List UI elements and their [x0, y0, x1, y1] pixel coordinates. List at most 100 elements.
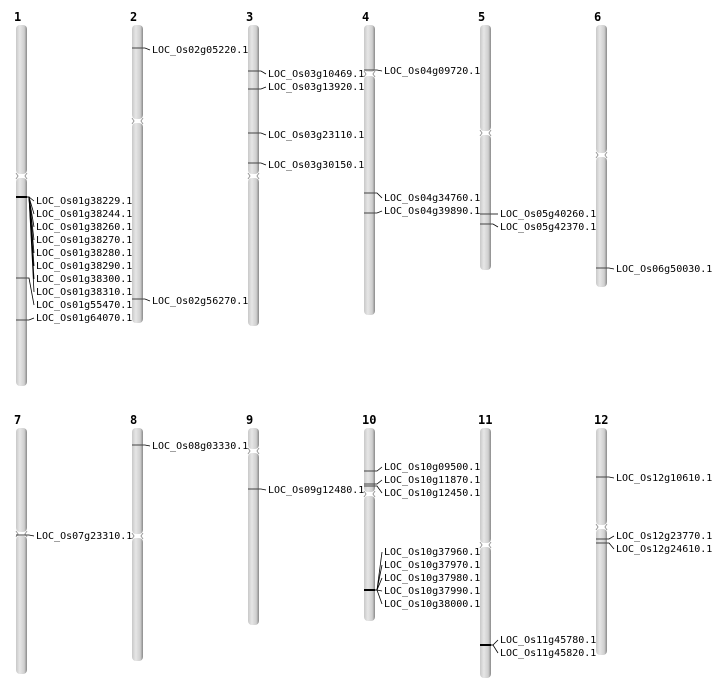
chromosome-number: 10	[362, 413, 376, 427]
chromosome-arm-short	[248, 25, 259, 174]
chromosome-12: 12LOC_Os12g10610.1LOC_Os12g23770.1LOC_Os…	[594, 413, 712, 655]
centromere	[595, 523, 608, 531]
chromosome-arm-long	[480, 547, 491, 678]
gene-label: LOC_Os01g38270.1	[36, 235, 132, 246]
centromere	[363, 490, 376, 498]
gene-connector	[375, 192, 383, 199]
chromosome-arm-short	[480, 25, 491, 131]
gene-label: LOC_Os01g38260.1	[36, 222, 132, 233]
gene-connector	[607, 267, 615, 270]
gene-connector	[375, 210, 383, 214]
chromosome-arm-long	[248, 178, 259, 326]
centromere	[131, 532, 144, 540]
gene-connector	[27, 196, 35, 202]
gene-connector	[27, 277, 35, 306]
gene-label: LOC_Os12g24610.1	[616, 544, 712, 555]
chromosome-number: 1	[14, 10, 21, 24]
centromere	[15, 530, 28, 538]
gene-label: LOC_Os03g13920.1	[268, 82, 364, 93]
gene-label: LOC_Os10g09500.1	[384, 462, 480, 473]
chromosome-3: 3LOC_Os03g10469.1LOC_Os03g13920.1LOC_Os0…	[246, 10, 364, 326]
gene-label: LOC_Os10g12450.1	[384, 488, 480, 499]
chromosome-number: 8	[130, 413, 137, 427]
chromosome-1: 1LOC_Os01g38229.1LOC_Os01g38244.1LOC_Os0…	[14, 10, 132, 386]
chromosome-arm-long	[596, 157, 607, 287]
chromosome-4: 4LOC_Os04g09720.1LOC_Os04g34760.1LOC_Os0…	[362, 10, 480, 315]
gene-connector	[27, 317, 35, 321]
gene-label: LOC_Os12g23770.1	[616, 531, 712, 542]
gene-label: LOC_Os04g34760.1	[384, 193, 480, 204]
chromosome-number: 6	[594, 10, 601, 24]
gene-connector	[375, 485, 383, 494]
gene-connector	[375, 589, 383, 605]
gene-label: LOC_Os03g23110.1	[268, 130, 364, 141]
gene-label: LOC_Os01g55470.1	[36, 300, 132, 311]
gene-label: LOC_Os11g45780.1	[500, 635, 596, 646]
gene-connector	[607, 542, 615, 550]
chromosome-arm-short	[596, 25, 607, 153]
chromosome-arm-long	[364, 76, 375, 315]
chromosome-arm-short	[16, 428, 27, 532]
chromosome-arm-short	[364, 25, 375, 72]
gene-connector	[259, 86, 267, 90]
gene-label: LOC_Os01g38300.1	[36, 274, 132, 285]
gene-label: LOC_Os01g38290.1	[36, 261, 132, 272]
gene-connector	[143, 444, 151, 447]
chromosome-number: 9	[246, 413, 253, 427]
gene-connector	[491, 639, 499, 646]
chromosome-arm-long	[364, 496, 375, 621]
chromosome-arm-long	[132, 123, 143, 323]
centromere	[479, 129, 492, 137]
chromosome-arm-short	[132, 428, 143, 534]
centromere	[131, 117, 144, 125]
chromosome-number: 3	[246, 10, 253, 24]
gene-label: LOC_Os01g64070.1	[36, 313, 132, 324]
chromosome-arm-short	[364, 428, 375, 492]
gene-connector	[375, 479, 383, 485]
gene-label: LOC_Os05g42370.1	[500, 222, 596, 233]
gene-label: LOC_Os04g39890.1	[384, 206, 480, 217]
gene-label: LOC_Os12g10610.1	[616, 473, 712, 484]
centromere	[15, 172, 28, 180]
chromosome-number: 11	[478, 413, 492, 427]
gene-label: LOC_Os09g12480.1	[268, 485, 364, 496]
chromosome-arm-short	[480, 428, 491, 543]
gene-label: LOC_Os02g05220.1	[152, 45, 248, 56]
centromere	[247, 447, 260, 455]
gene-connector	[375, 466, 383, 472]
chromosome-arm-short	[16, 25, 27, 174]
centromere	[595, 151, 608, 159]
chromosome-number: 2	[130, 10, 137, 24]
gene-label: LOC_Os05g40260.1	[500, 209, 596, 220]
chromosome-arm-short	[248, 428, 259, 449]
chromosome-arm-long	[132, 538, 143, 661]
gene-connector	[607, 535, 615, 540]
gene-label: LOC_Os10g37980.1	[384, 573, 480, 584]
gene-connector	[375, 69, 383, 72]
gene-connector	[259, 488, 267, 491]
gene-label: LOC_Os10g37960.1	[384, 547, 480, 558]
chromosome-arm-long	[16, 178, 27, 386]
centromere	[247, 172, 260, 180]
chromosome-arm-long	[480, 135, 491, 270]
gene-connector	[491, 223, 499, 228]
gene-label: LOC_Os08g03330.1	[152, 441, 248, 452]
chromosome-10: 10LOC_Os10g09500.1LOC_Os10g11870.1LOC_Os…	[362, 413, 480, 621]
gene-connector	[491, 644, 499, 654]
gene-label: LOC_Os01g38244.1	[36, 209, 132, 220]
gene-label: LOC_Os10g37990.1	[384, 586, 480, 597]
chromosome-number: 4	[362, 10, 369, 24]
gene-label: LOC_Os01g38310.1	[36, 287, 132, 298]
gene-label: LOC_Os11g45820.1	[500, 648, 596, 659]
gene-label: LOC_Os03g30150.1	[268, 160, 364, 171]
gene-label: LOC_Os01g38280.1	[36, 248, 132, 259]
chromosome-arm-long	[596, 529, 607, 655]
chromosome-arm-long	[248, 453, 259, 625]
